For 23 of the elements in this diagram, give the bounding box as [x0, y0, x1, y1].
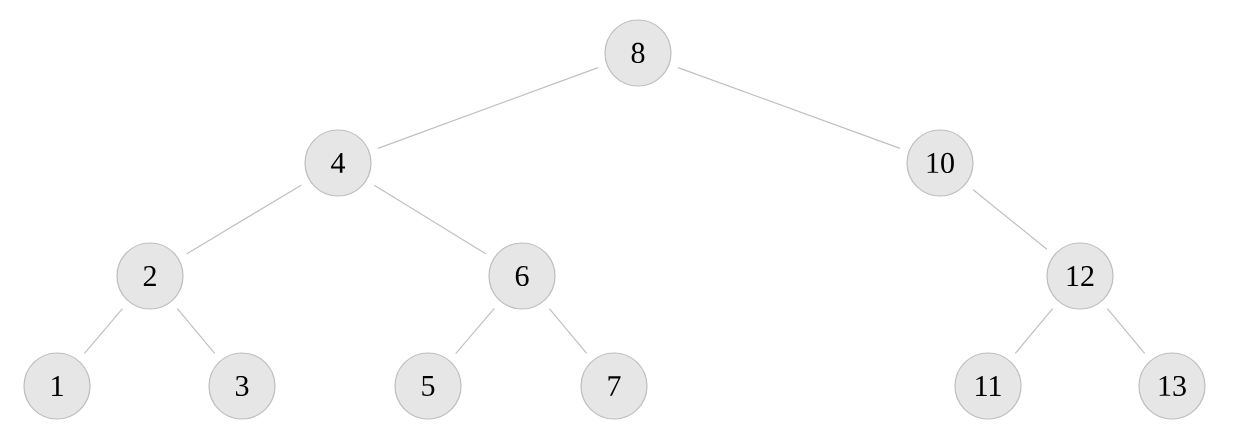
tree-edge [185, 184, 303, 255]
tree-node: 1 [23, 352, 91, 420]
tree-node: 6 [488, 242, 556, 310]
tree-node: 4 [304, 129, 372, 197]
tree-node: 11 [954, 352, 1022, 420]
tree-edge [677, 66, 901, 149]
tree-edge [1014, 308, 1054, 354]
tree-node: 8 [604, 19, 672, 87]
tree-edge [176, 308, 216, 354]
tree-node: 5 [394, 352, 462, 420]
tree-node: 7 [580, 352, 648, 420]
tree-edge [377, 67, 599, 149]
tree-edge [548, 308, 588, 354]
tree-edge [83, 307, 124, 355]
tree-edge [373, 184, 487, 255]
tree-edge [972, 189, 1048, 250]
tree-node: 12 [1046, 242, 1114, 310]
tree-node: 10 [906, 129, 974, 197]
tree-node: 13 [1138, 352, 1206, 420]
tree-edge [455, 307, 495, 355]
tree-node: 2 [116, 242, 184, 310]
tree-node: 3 [208, 352, 276, 420]
tree-edge [1106, 308, 1146, 354]
